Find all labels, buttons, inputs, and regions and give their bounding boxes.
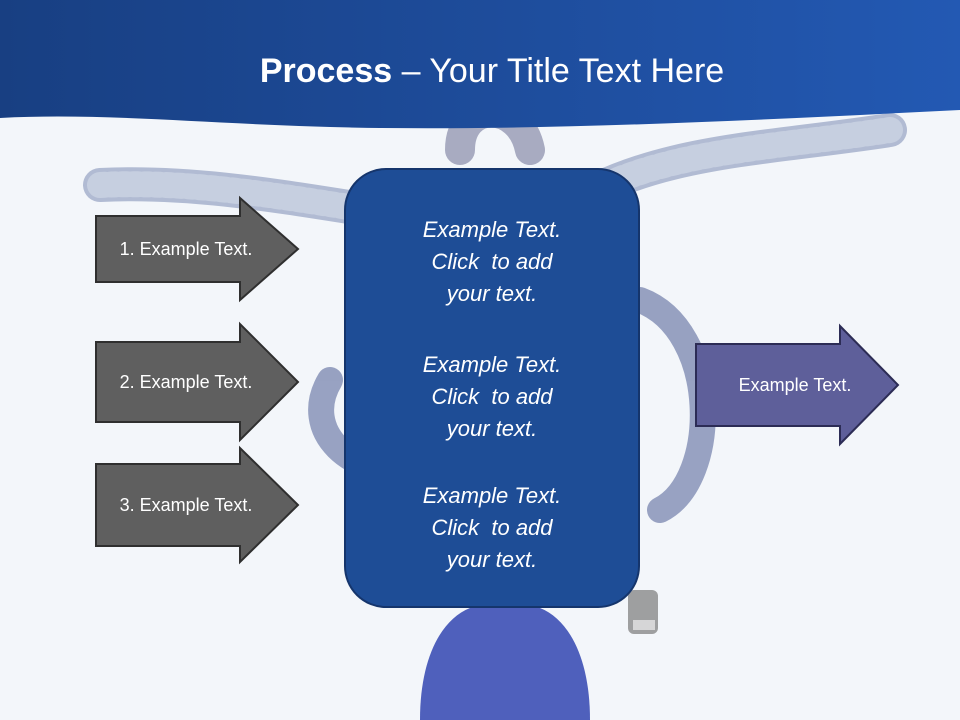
arrow-label: 2. Example Text. bbox=[119, 371, 253, 392]
page-title: Process – Your Title Text Here bbox=[0, 52, 960, 91]
arrow-shape bbox=[95, 445, 300, 565]
arrow-shape bbox=[95, 195, 300, 303]
arrow-shape bbox=[695, 323, 900, 447]
block-line: Click to add bbox=[431, 384, 553, 409]
right-arrow[interactable]: Example Text. bbox=[695, 323, 900, 447]
block-line: Click to add bbox=[431, 515, 553, 540]
left-arrow-2[interactable]: 2. Example Text. bbox=[95, 321, 300, 443]
title-rest: – Your Title Text Here bbox=[392, 52, 725, 90]
center-text-block-2: Example Text. Click to add your text. bbox=[346, 349, 638, 445]
arrow-label: 3. Example Text. bbox=[119, 494, 253, 515]
arrow-label: 1. Example Text. bbox=[119, 238, 253, 259]
block-line: your text. bbox=[446, 281, 538, 306]
title-bold: Process bbox=[259, 52, 393, 90]
block-line: Example Text. bbox=[422, 352, 562, 377]
center-text-block-1: Example Text. Click to add your text. bbox=[346, 214, 638, 310]
center-text-block-3: Example Text. Click to add your text. bbox=[346, 480, 638, 576]
center-text-box[interactable]: Example Text. Click to add your text. Ex… bbox=[344, 168, 640, 608]
block-line: Click to add bbox=[431, 249, 553, 274]
arrow-shape bbox=[95, 321, 300, 443]
block-line: your text. bbox=[446, 547, 538, 572]
left-arrow-1[interactable]: 1. Example Text. bbox=[95, 195, 300, 303]
header-banner bbox=[0, 0, 960, 129]
left-arrow-3[interactable]: 3. Example Text. bbox=[95, 445, 300, 565]
block-line: Example Text. bbox=[422, 217, 562, 242]
arrow-label: Example Text. bbox=[738, 374, 852, 395]
block-line: Example Text. bbox=[422, 483, 562, 508]
block-line: your text. bbox=[446, 416, 538, 441]
